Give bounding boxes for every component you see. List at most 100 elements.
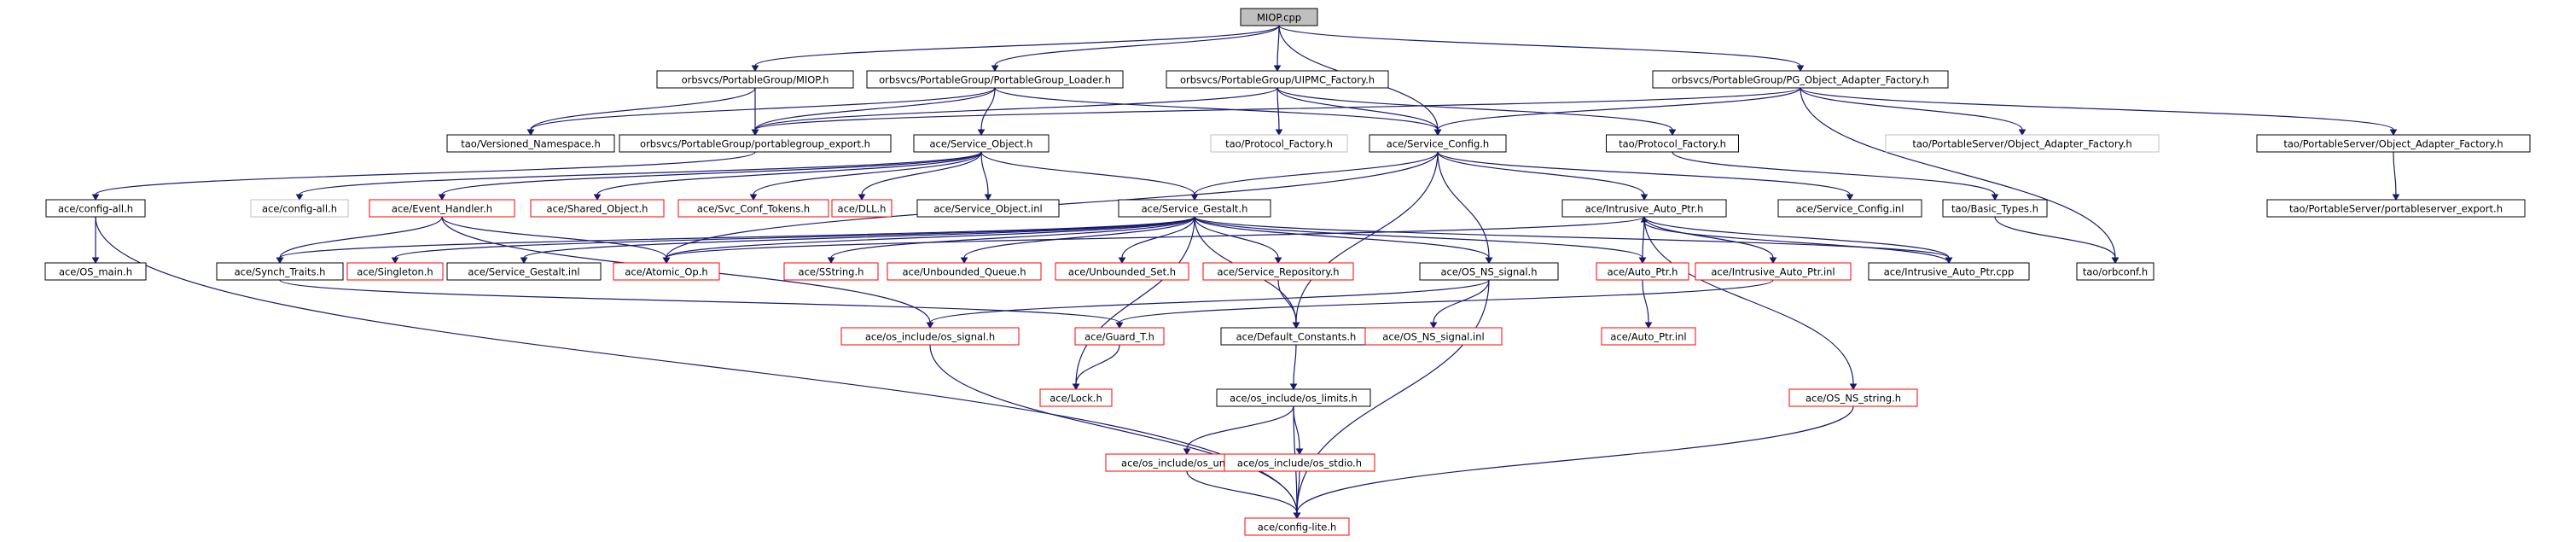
node-tao-orbconf-h[interactable]: tao/orbconf.h: [2076, 262, 2154, 281]
node-ace-singleton-h[interactable]: ace/Singleton.h: [346, 262, 444, 281]
node-label: tao/Protocol_Factory.h: [1619, 138, 1726, 150]
edge-n20-n28: [520, 216, 1195, 264]
node-ace-svc-conf-tokens-h[interactable]: ace/Svc_Conf_Tokens.h: [677, 199, 829, 218]
node-tao-protocol-factory-h[interactable]: tao/Protocol_Factory.h: [1606, 134, 1739, 153]
edge-line: [1194, 216, 1643, 259]
node-ace-unbounded-queue-h[interactable]: ace/Unbounded_Queue.h: [887, 262, 1042, 281]
node-label: ace/Service_Object.h: [930, 138, 1033, 150]
node-orbsvcs-portablegroup-pg-object-adapter-factory-h[interactable]: orbsvcs/PortableGroup/PG_Object_Adapter_…: [1652, 70, 1949, 89]
node-tao-versioned-namespace-h[interactable]: tao/Versioned_Namespace.h: [446, 134, 615, 153]
edge-line: [1194, 216, 1490, 259]
arrowhead-icon: [1796, 65, 1805, 72]
node-label: ace/OS_main.h: [59, 266, 132, 278]
edge-n21-n46: [1643, 216, 1858, 390]
node-ace-intrusive-auto-ptr-inl[interactable]: ace/Intrusive_Auto_Ptr.inl: [1695, 262, 1852, 281]
node-label: ace/Service_Object.inl: [933, 203, 1042, 215]
edge-line: [980, 87, 996, 131]
node-box: [1942, 199, 2048, 218]
node-ace-service-object-inl[interactable]: ace/Service_Object.inl: [916, 199, 1060, 218]
node-ace-guard-t-h[interactable]: ace/Guard_T.h: [1074, 327, 1165, 346]
node-label: ace/config-lite.h: [1258, 522, 1337, 533]
node-orbsvcs-portablegroup-portablegroup-export-h[interactable]: orbsvcs/PortableGroup/portablegroup_expo…: [619, 134, 892, 153]
edge-n7-n19: [980, 151, 992, 201]
node-ace-synch-traits-h[interactable]: ace/Synch_Traits.h: [216, 262, 344, 281]
arrowhead-icon: [858, 194, 866, 201]
node-box: [1369, 134, 1507, 153]
node-orbsvcs-portablegroup-portablegroup-loader-h[interactable]: orbsvcs/PortableGroup/PortableGroup_Load…: [866, 70, 1124, 89]
edge-line: [754, 87, 996, 131]
edge-line: [1437, 151, 1645, 195]
arrowhead-icon: [1275, 129, 1283, 136]
node-ace-event-handler-h[interactable]: ace/Event_Handler.h: [369, 199, 515, 218]
node-ace-intrusive-auto-ptr-h[interactable]: ace/Intrusive_Auto_Ptr.h: [1561, 199, 1727, 218]
node-orbsvcs-portablegroup-uipmc-factory-h[interactable]: orbsvcs/PortableGroup/UIPMC_Factory.h: [1166, 70, 1389, 89]
node-box: [887, 262, 1042, 281]
node-tao-basic-types-h[interactable]: tao/Basic_Types.h: [1942, 199, 2048, 218]
edge-n23-n38: [1994, 216, 2120, 264]
arrowhead-icon: [984, 194, 992, 201]
node-ace-unbounded-set-h[interactable]: ace/Unbounded_Set.h: [1055, 262, 1189, 281]
node-ace-service-config-h[interactable]: ace/Service_Config.h: [1369, 134, 1507, 153]
arrowhead-icon: [526, 129, 535, 136]
node-tao-portableserver-object-adapter-factory-h[interactable]: tao/PortableServer/Object_Adapter_Factor…: [2256, 134, 2531, 153]
edge-n3-n9: [1276, 87, 1442, 136]
node-ace-auto-ptr-h[interactable]: ace/Auto_Ptr.h: [1596, 262, 1689, 281]
arrowhead-icon: [91, 194, 100, 201]
edge-line: [441, 216, 667, 259]
edge-line: [1437, 151, 1851, 195]
node-tao-portableserver-object-adapter-factory-h[interactable]: tao/PortableServer/Object_Adapter_Factor…: [1885, 134, 2160, 153]
node-ace-intrusive-auto-ptr-cpp[interactable]: ace/Intrusive_Auto_Ptr.cpp: [1868, 262, 2030, 281]
edge-line: [279, 279, 1120, 323]
node-ace-dll-h[interactable]: ace/DLL.h: [831, 199, 893, 218]
node-ace-auto-ptr-inl[interactable]: ace/Auto_Ptr.inl: [1601, 327, 1696, 346]
node-ace-os-main-h[interactable]: ace/OS_main.h: [44, 262, 147, 281]
node-label: tao/orbconf.h: [2083, 266, 2148, 278]
node-label: ace/Service_Repository.h: [1217, 266, 1339, 278]
node-label: ace/Service_Gestalt.inl: [468, 266, 579, 278]
node-ace-os-ns-signal-inl[interactable]: ace/OS_NS_signal.inl: [1364, 327, 1503, 346]
node-box: [530, 199, 665, 218]
node-ace-atomic-op-h[interactable]: ace/Atomic_Op.h: [613, 262, 720, 281]
edge-line: [1075, 344, 1120, 385]
arrowhead-icon: [960, 257, 968, 264]
arrowhead-icon: [2018, 129, 2026, 136]
node-ace-os-include-os-stdio-h[interactable]: ace/os_include/os_stdio.h: [1224, 453, 1375, 472]
node-ace-config-lite-h[interactable]: ace/config-lite.h: [1244, 517, 1350, 536]
node-ace-config-all-h[interactable]: ace/config-all.h: [250, 199, 349, 218]
node-ace-service-object-h[interactable]: ace/Service_Object.h: [913, 134, 1050, 153]
edge-n20-n30: [827, 216, 1195, 264]
node-orbsvcs-portablegroup-miop-h[interactable]: orbsvcs/PortableGroup/MIOP.h: [656, 70, 854, 89]
node-miop-cpp[interactable]: MIOP.cpp: [1240, 8, 1318, 26]
node-ace-os-ns-string-h[interactable]: ace/OS_NS_string.h: [1788, 388, 1918, 407]
edge-n7-n20: [980, 151, 1199, 201]
node-tao-portableserver-portableserver-export-h[interactable]: tao/PortableServer/portableserver_export…: [2266, 199, 2526, 218]
edge-n40-n44: [1072, 344, 1120, 390]
arrowhead-icon: [1292, 322, 1300, 329]
node-box: [613, 262, 720, 281]
node-box: [1788, 388, 1918, 407]
edge-n41-n45: [1289, 344, 1298, 390]
edge-line: [530, 87, 756, 131]
arrowhead-icon: [1273, 65, 1282, 72]
node-ace-service-repository-h[interactable]: ace/Service_Repository.h: [1202, 262, 1354, 281]
edge-n9-n41: [1292, 151, 1439, 329]
node-box: [1885, 134, 2160, 153]
node-tao-protocol-factory-h[interactable]: tao/Protocol_Factory.h: [1210, 134, 1348, 153]
node-box: [1202, 262, 1354, 281]
node-ace-shared-object-h[interactable]: ace/Shared_Object.h: [530, 199, 665, 218]
node-label: ace/os_include/os_unistd.h: [1121, 457, 1253, 469]
node-ace-os-include-os-signal-h[interactable]: ace/os_include/os_signal.h: [840, 327, 1020, 346]
node-ace-os-include-os-limits-h[interactable]: ace/os_include/os_limits.h: [1216, 388, 1371, 407]
node-box: [2266, 199, 2526, 218]
node-ace-service-gestalt-h[interactable]: ace/Service_Gestalt.h: [1118, 199, 1271, 218]
node-ace-lock-h[interactable]: ace/Lock.h: [1039, 388, 1113, 407]
node-ace-sstring-h[interactable]: ace/SString.h: [783, 262, 879, 281]
edge-n2-n7: [977, 87, 996, 136]
node-ace-config-all-h[interactable]: ace/config-all.h: [45, 199, 146, 218]
node-label: orbsvcs/PortableGroup/PortableGroup_Load…: [879, 74, 1111, 86]
node-ace-service-config-inl[interactable]: ace/Service_Config.inl: [1777, 199, 1922, 218]
edge-line: [1800, 87, 2116, 259]
node-ace-os-ns-signal-h[interactable]: ace/OS_NS_signal.h: [1419, 262, 1559, 281]
node-ace-service-gestalt-inl[interactable]: ace/Service_Gestalt.inl: [446, 262, 602, 281]
node-ace-default-constants-h[interactable]: ace/Default_Constants.h: [1220, 327, 1372, 346]
